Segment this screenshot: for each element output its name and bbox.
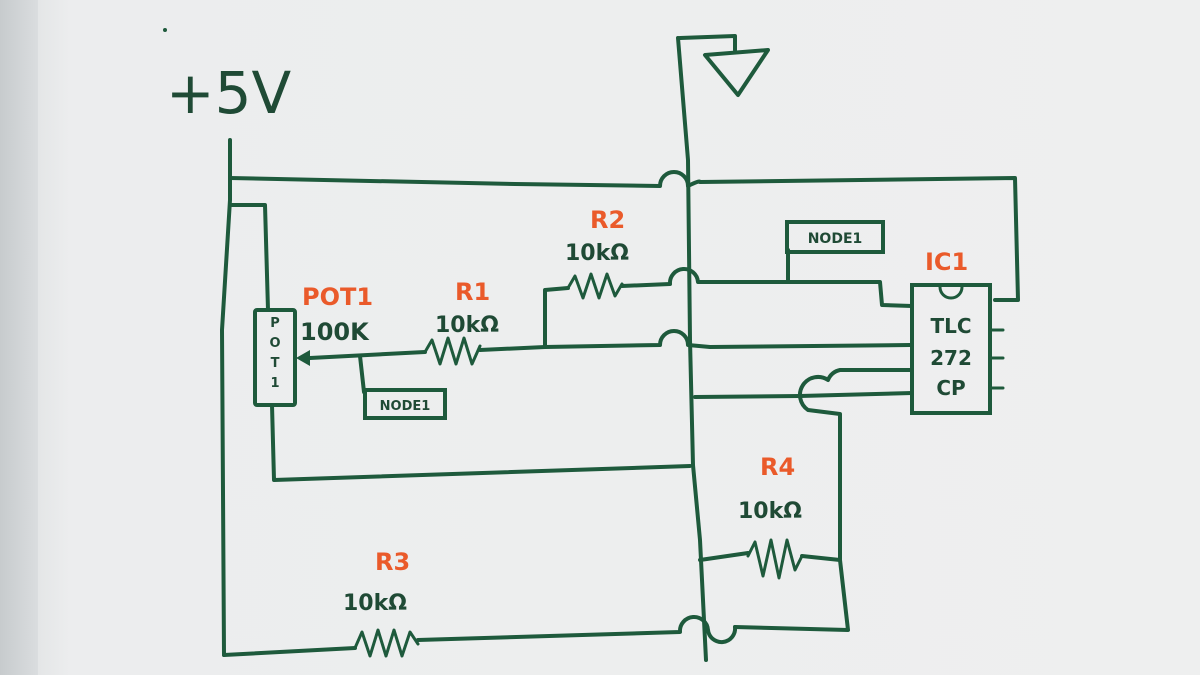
ground-symbol-icon: [703, 48, 770, 97]
node-left-lead: [358, 354, 366, 394]
r2-to-ic-wire: [620, 266, 914, 308]
pot-top-lead: [230, 203, 270, 312]
pot-bottom-lead: [270, 403, 692, 482]
ic-body: [910, 283, 992, 415]
r4-value: 10kΩ: [738, 499, 802, 524]
ink-speck: [163, 28, 167, 32]
pot-body: [253, 308, 297, 407]
ic-line2: 272: [930, 346, 972, 370]
ground-vertical-wire: [676, 36, 708, 662]
bottom-right-loop: [733, 558, 850, 632]
r3-right-wire: [416, 614, 738, 644]
node-top-label: NODE1: [808, 231, 863, 247]
r2-name: R2: [590, 206, 625, 234]
r3-name: R3: [375, 548, 410, 576]
ic-line3: CP: [936, 376, 965, 400]
r1-name: R1: [455, 278, 490, 306]
ground-symbol-lead: [678, 34, 737, 52]
r2-value: 10kΩ: [565, 241, 629, 266]
r4-name: R4: [760, 453, 795, 481]
node-left-box: [363, 388, 447, 420]
r1-resistor: [423, 336, 482, 366]
ic-right-pins: [988, 328, 1005, 390]
ic-pin2-hop-wire: [798, 368, 914, 562]
supply-rail-left: [220, 138, 232, 657]
node-left-label: NODE1: [380, 399, 431, 414]
wiper-to-r1-wire: [308, 350, 427, 360]
paper-edge: [0, 0, 38, 675]
pot-value: 100K: [300, 318, 370, 346]
r1-value: 10kΩ: [435, 313, 499, 338]
top-rail-wire: [228, 170, 1020, 302]
r4-resistor: [746, 538, 804, 580]
r3-resistor: [353, 628, 420, 658]
supply-label: +5V: [166, 59, 291, 127]
ic-line1: TLC: [930, 314, 971, 338]
r4-right-wire: [800, 554, 842, 562]
r4-left-wire: [698, 551, 750, 562]
ic-name: IC1: [925, 248, 968, 276]
ic-pin3-wire: [693, 391, 914, 399]
r3-value: 10kΩ: [343, 591, 407, 616]
ic-notch: [938, 285, 964, 300]
r3-left-wire: [222, 646, 357, 657]
r2-resistor: [566, 272, 624, 300]
r1-to-ic-wire: [478, 329, 912, 352]
pot-name: POT1: [302, 283, 373, 311]
node-top-box: [785, 220, 885, 254]
pot-wiper-arrow: [296, 350, 310, 366]
r2-left-wire: [543, 286, 570, 349]
